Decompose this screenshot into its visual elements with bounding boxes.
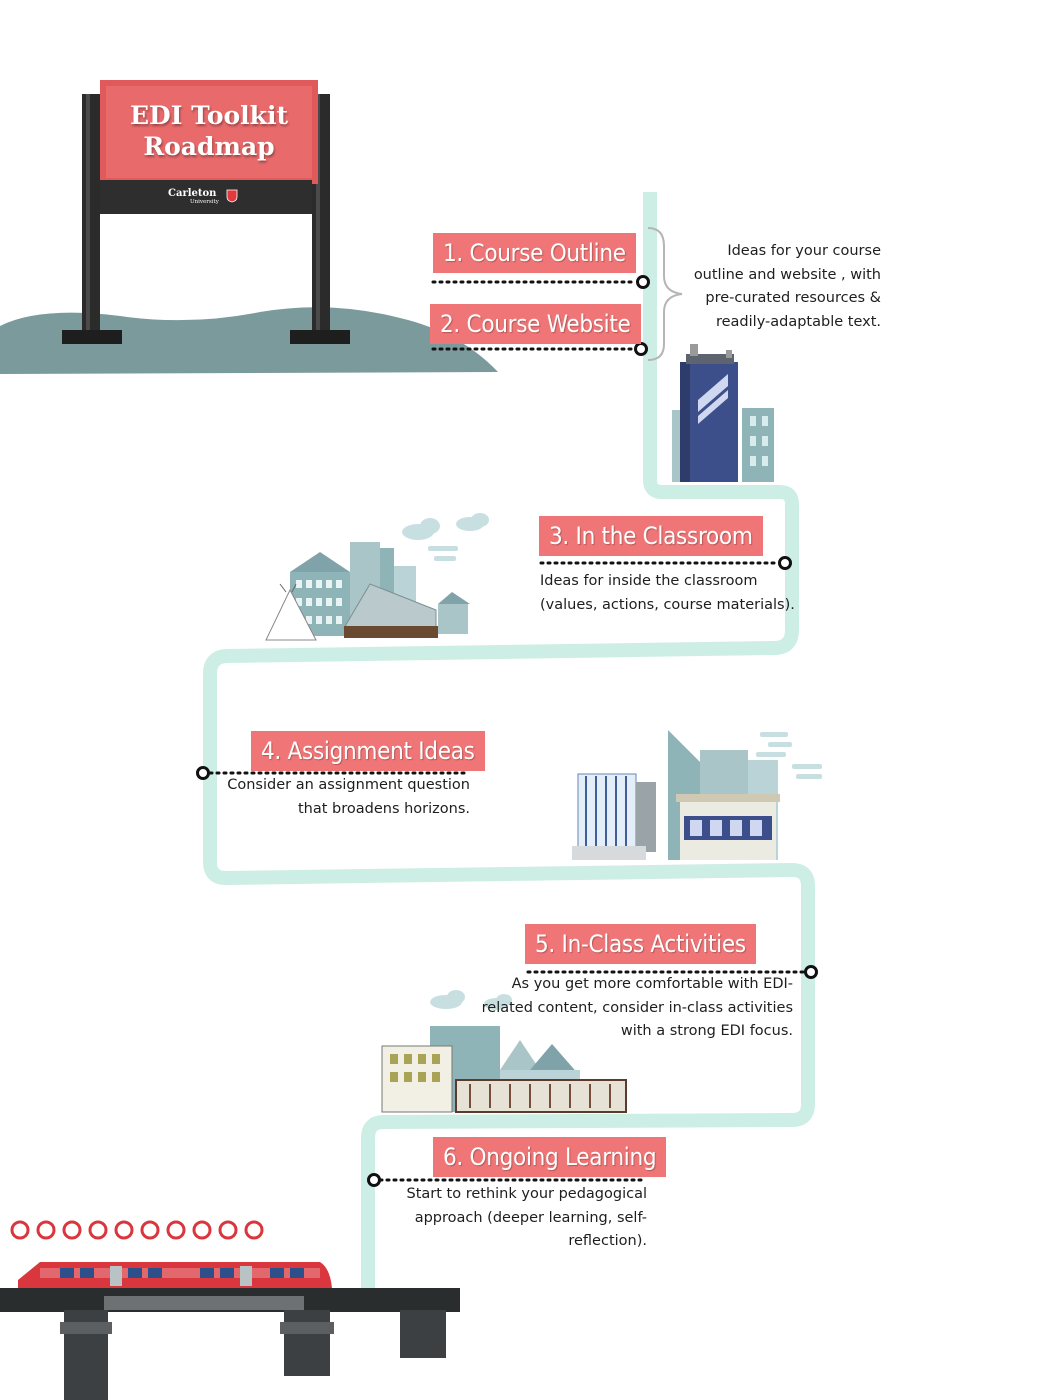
description-line: readily-adaptable text. [715, 313, 881, 330]
step-5-label: 5. In-Class Activities [525, 924, 756, 964]
sign-title-line-1: EDI Toolkit [129, 101, 289, 130]
campus-buildings-icon [381, 1026, 627, 1113]
carleton-logo: Carleton University [168, 188, 248, 205]
bridge-icon [0, 1220, 460, 1400]
hill-shape [0, 307, 498, 374]
light-rail-train-icon [18, 1262, 332, 1288]
cloud-icon [402, 513, 822, 1010]
assignment-description: Consider an assignment question that bro… [227, 774, 470, 821]
step-3-label: 3. In the Classroom [539, 516, 763, 556]
dotted-connectors [208, 280, 806, 1182]
campus-buildings-icon [572, 730, 780, 860]
description-line: that broadens horizons. [297, 800, 470, 817]
step-1-label: 1. Course Outline [433, 233, 636, 273]
description-line: reflection). [568, 1233, 647, 1249]
tower-building-icon [672, 344, 774, 482]
description-line: As you get more comfortable with EDI- [511, 976, 793, 992]
roadmap-path [203, 192, 815, 1300]
classroom-description: Ideas for inside the classroom (values, … [540, 570, 795, 617]
description-line: related content, consider in-class activ… [481, 999, 793, 1016]
logo-name: Carleton [168, 188, 217, 199]
roadmap-sign-icon [62, 80, 350, 344]
ongoing-description: Start to rethink your pedagogical approa… [407, 1183, 647, 1254]
step-4-label: 4. Assignment Ideas [251, 731, 485, 771]
outline-website-description: Ideas for your course outline and websit… [694, 240, 881, 334]
curly-brace-icon [647, 227, 683, 361]
sign-title-line-2: Roadmap [143, 132, 275, 161]
sign-title: EDI Toolkit Roadmap [104, 100, 314, 162]
step-6-label: 6. Ongoing Learning [433, 1137, 667, 1177]
description-line: Consider an assignment question [227, 777, 470, 793]
description-line: Ideas for your course [727, 243, 881, 259]
description-line: approach (deeper learning, self- [414, 1209, 647, 1226]
campus-buildings-icon [265, 542, 470, 641]
description-line: (values, actions, course materials). [540, 596, 795, 613]
activities-description: As you get more comfortable with EDI- re… [482, 973, 793, 1044]
description-line: with a strong EDI focus. [620, 1023, 793, 1039]
description-line: pre-curated resources & [705, 290, 881, 306]
description-line: Start to rethink your pedagogical [406, 1186, 647, 1202]
step-2-label: 2. Course Website [430, 304, 641, 344]
logo-shield-icon [226, 189, 238, 203]
connector-nodes [196, 275, 818, 1187]
teepee-icon [265, 588, 317, 641]
description-line: Ideas for inside the classroom [540, 573, 758, 589]
description-line: outline and website , with [693, 266, 881, 283]
logo-subtitle: University [190, 199, 219, 205]
